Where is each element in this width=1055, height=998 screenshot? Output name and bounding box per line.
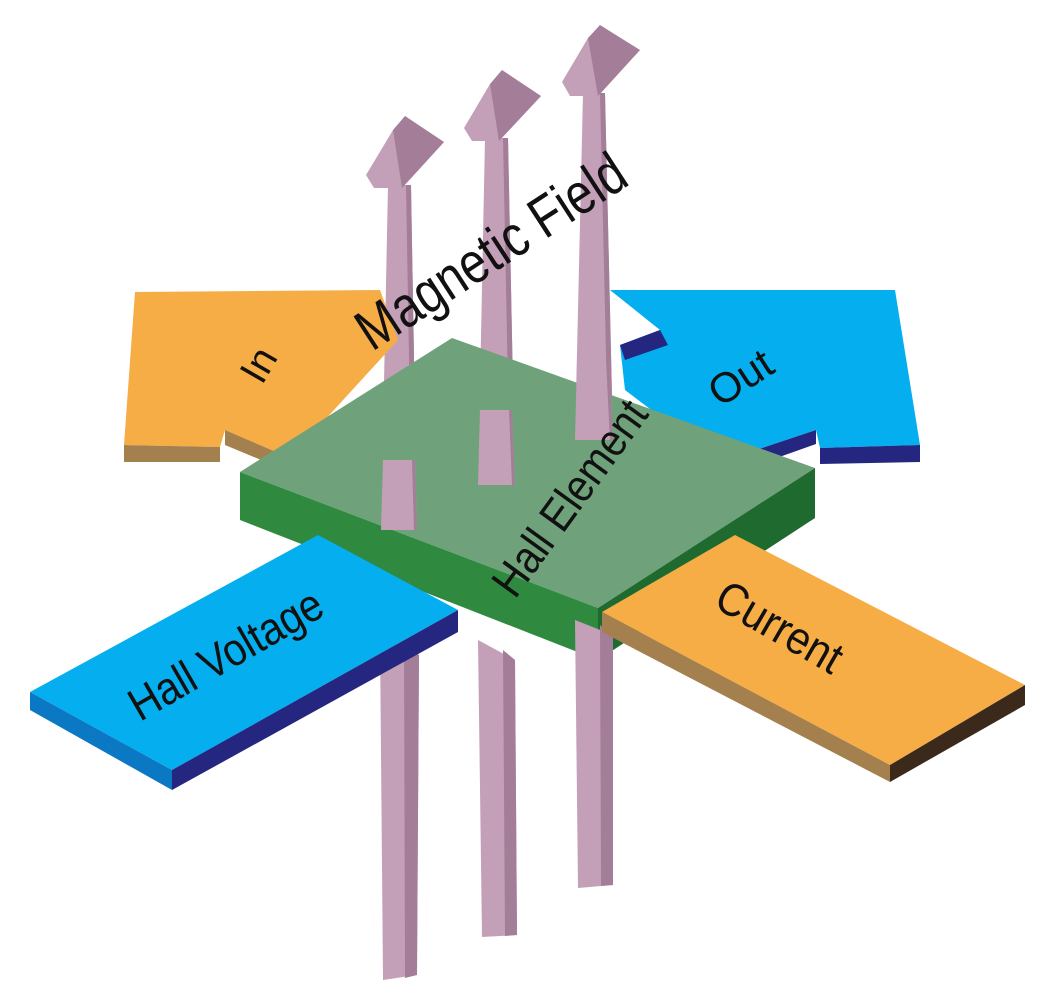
hall-voltage-bar	[30, 535, 458, 790]
arrow-up-icon	[562, 25, 640, 442]
field-shafts-over-element	[381, 360, 613, 531]
magnetic-field-arrows-upper	[366, 25, 640, 532]
current-bar	[602, 535, 1025, 782]
magnetic-field-arrows-lower	[380, 620, 613, 980]
